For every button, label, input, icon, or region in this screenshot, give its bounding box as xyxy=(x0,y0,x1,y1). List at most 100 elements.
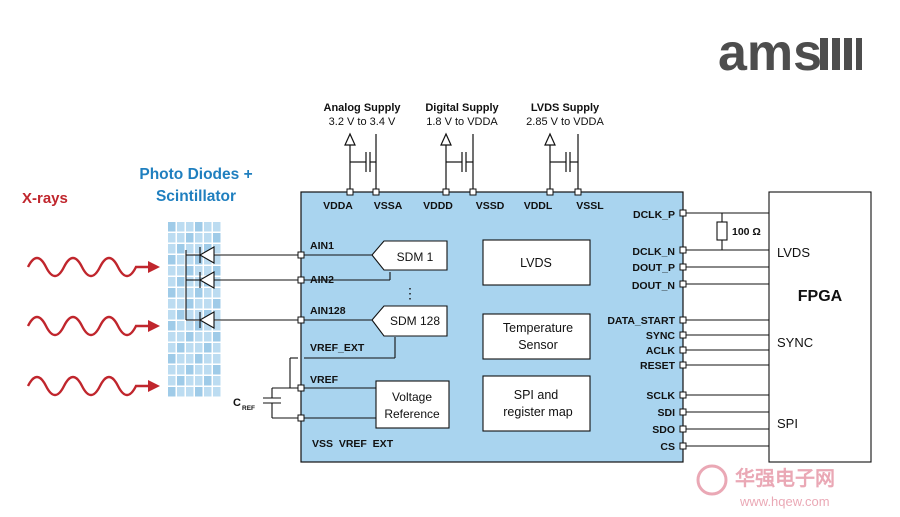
scintillator-cell xyxy=(213,288,221,298)
left-pin-labels: AIN1 AIN2 AIN128 VREF_EXT VREF VSS VREF … xyxy=(310,240,394,450)
scintillator-cell xyxy=(177,222,185,232)
scintillator-cell xyxy=(195,244,203,254)
pin-vss-vref-ext: VSS VREF EXT xyxy=(312,438,394,450)
scintillator-cell xyxy=(177,299,185,309)
scintillator-cell xyxy=(213,343,221,353)
scintillator-cell xyxy=(177,365,185,375)
scintillator-cell xyxy=(168,332,176,342)
scintillator-cell xyxy=(204,332,212,342)
scintillator-cell xyxy=(204,222,212,232)
scintillator-cell xyxy=(213,354,221,364)
scintillator-cell xyxy=(177,376,185,386)
scintillator-cell xyxy=(186,376,194,386)
sdm1-block xyxy=(371,240,448,271)
scintillator-cell xyxy=(168,233,176,243)
pin-vref: VREF xyxy=(310,374,339,386)
scintillator-cell xyxy=(195,255,203,265)
fpga-sync-label: SYNC xyxy=(777,335,813,350)
scintillator-cell xyxy=(195,233,203,243)
scintillator-cell xyxy=(177,310,185,320)
scintillator-cell xyxy=(213,365,221,375)
voltage-reference-block xyxy=(375,380,450,429)
scintillator-cell xyxy=(186,266,194,276)
scintillator-cell xyxy=(186,299,194,309)
temperature-label-2: Sensor xyxy=(518,338,558,352)
scintillator-cell xyxy=(195,310,203,320)
temperature-label-1: Temperature xyxy=(503,321,573,335)
fpga-title: FPGA xyxy=(798,288,843,305)
scintillator-cell xyxy=(186,321,194,331)
scintillator-cell xyxy=(204,288,212,298)
scintillator-cell xyxy=(204,266,212,276)
scintillator-cell xyxy=(186,233,194,243)
resistor-label: 100 Ω xyxy=(732,226,761,238)
scintillator-cell xyxy=(195,354,203,364)
scintillator-cell xyxy=(168,321,176,331)
scintillator-cell xyxy=(168,387,176,397)
scintillator-cell xyxy=(213,244,221,254)
scintillator-cell xyxy=(195,266,203,276)
top-pin-labels: VDDA VSSA VDDD VSSD VDDL VSSL xyxy=(323,200,604,212)
pin-vref-ext: VREF_EXT xyxy=(310,342,365,354)
xray-waves xyxy=(26,256,148,397)
supply-wiring xyxy=(344,132,579,192)
scintillator-cell xyxy=(213,376,221,386)
scintillator-cell xyxy=(186,354,194,364)
scintillator-cell xyxy=(177,343,185,353)
scintillator-cell xyxy=(168,354,176,364)
pin-vssa: VSSA xyxy=(374,200,403,212)
scintillator-cell xyxy=(168,277,176,287)
scintillator-cell xyxy=(195,376,203,386)
scintillator-cell xyxy=(177,332,185,342)
ams-logo-mark xyxy=(820,38,862,70)
fpga-block xyxy=(768,191,872,463)
scintillator-cell xyxy=(168,222,176,232)
lvds-label: LVDS xyxy=(520,256,552,270)
scintillator-cell xyxy=(168,365,176,375)
watermark: 华强电子网 www.hqew.com xyxy=(696,464,835,509)
xrays-label: X-rays xyxy=(22,190,68,207)
watermark-cn: 华强电子网 xyxy=(735,466,835,490)
pin-vssd: VSSD xyxy=(476,200,505,212)
scintillator-cell xyxy=(195,343,203,353)
pin-vssl: VSSL xyxy=(576,200,604,212)
scintillator-cell xyxy=(186,222,194,232)
scintillator-cell xyxy=(195,222,203,232)
scintillator-cell xyxy=(213,321,221,331)
photo-diodes-label-2: Scintillator xyxy=(156,188,236,205)
scintillator-cell xyxy=(168,376,176,386)
cref-capacitor xyxy=(263,357,298,419)
scintillator-cell xyxy=(186,343,194,353)
analog-supply-title: Analog Supply xyxy=(324,102,402,114)
pin-dout-p: DOUT_P xyxy=(632,262,675,274)
spi-register-block xyxy=(482,375,591,432)
scintillator-cell xyxy=(204,310,212,320)
pin-cs: CS xyxy=(660,441,675,453)
supply-labels: Analog Supply 3.2 V to 3.4 V Digital Sup… xyxy=(324,102,605,128)
scintillator-cell xyxy=(186,310,194,320)
pin-vddl: VDDL xyxy=(524,200,553,212)
scintillator-cell xyxy=(204,376,212,386)
right-pin-labels: DCLK_P DCLK_N DOUT_P DOUT_N DATA_START S… xyxy=(607,209,675,453)
pin-sclk: SCLK xyxy=(646,390,675,402)
scintillator-cell xyxy=(204,365,212,375)
resistor xyxy=(716,221,728,241)
scintillator-cell xyxy=(213,222,221,232)
lvds-supply-range: 2.85 V to VDDA xyxy=(526,116,604,128)
scintillator-cell xyxy=(168,266,176,276)
scintillator-cell xyxy=(204,321,212,331)
scintillator-cell xyxy=(204,299,212,309)
ams-logo: ams xyxy=(718,24,822,82)
pin-vdda: VDDA xyxy=(323,200,353,212)
scintillator-cell xyxy=(186,277,194,287)
scintillator-cell xyxy=(213,233,221,243)
scintillator-cell xyxy=(195,321,203,331)
scintillator-cell xyxy=(213,255,221,265)
scintillator-cell xyxy=(195,387,203,397)
scintillator-cell xyxy=(195,365,203,375)
pin-vddd: VDDD xyxy=(423,200,453,212)
scintillator-cell xyxy=(204,354,212,364)
analog-supply-range: 3.2 V to 3.4 V xyxy=(329,116,396,128)
scintillator-cell xyxy=(204,233,212,243)
scintillator-cell xyxy=(195,288,203,298)
